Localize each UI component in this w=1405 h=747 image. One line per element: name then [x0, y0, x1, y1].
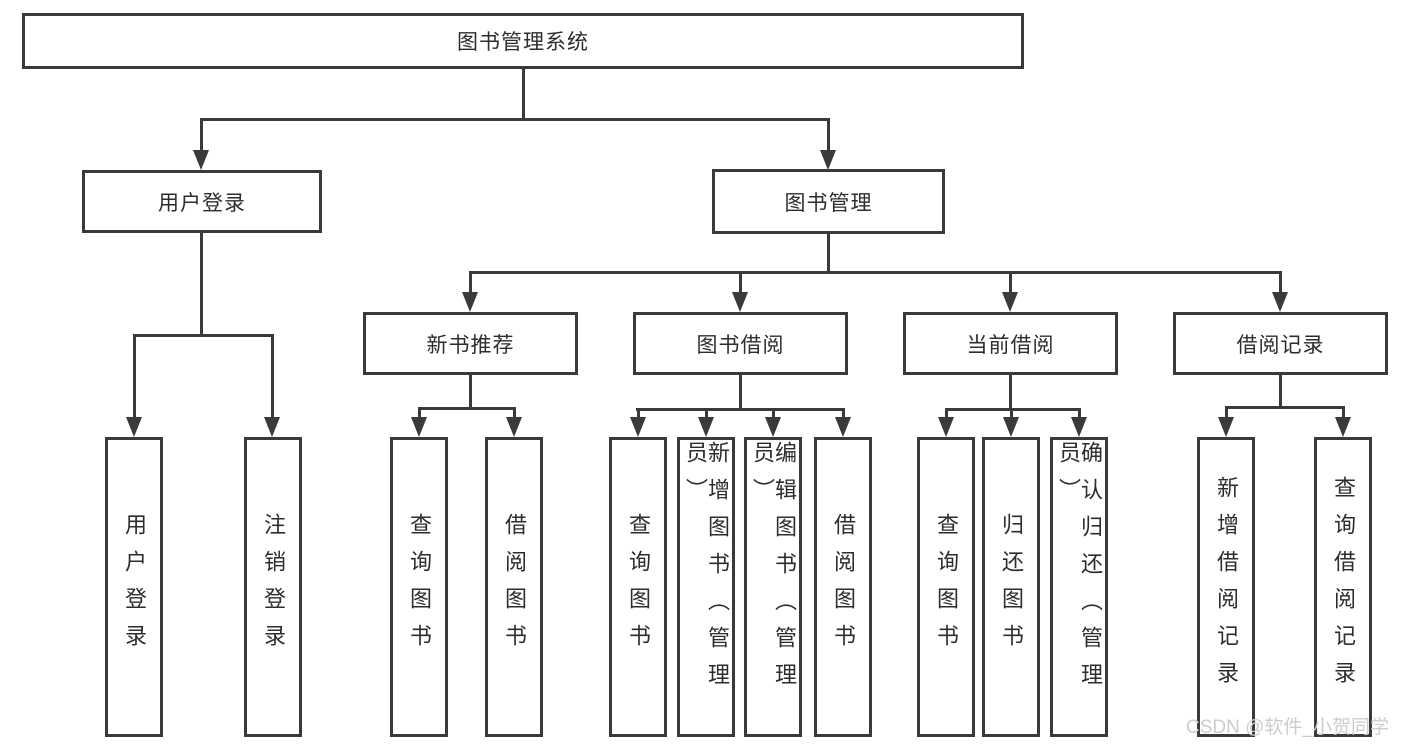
node-borrow-book-recommend-label: 借阅图书 [502, 513, 527, 661]
node-root-label: 图书管理系统 [457, 31, 589, 54]
node-book-management: 图书管理 [712, 169, 945, 234]
arrowhead-borrow-book-recommend [506, 417, 522, 437]
connector-recommend-stem [469, 375, 472, 410]
arrowhead-user-login [193, 150, 209, 170]
connector-drop-confirm-return-admin [1078, 408, 1081, 419]
connector-user-login-bus [133, 334, 274, 337]
node-user-login-label: 用户登录 [158, 191, 246, 215]
connector-drop-query-books-recommend [418, 407, 421, 419]
node-logout-action-label: 注销登录 [261, 513, 286, 661]
node-user-login: 用户登录 [82, 170, 322, 233]
connector-book-borrow-bus [636, 408, 845, 411]
connector-drop-book-borrow [739, 271, 742, 294]
arrowhead-new-book-recommend [462, 292, 478, 312]
connector-drop-borrow-book-borrow [842, 408, 845, 419]
node-borrow-book-borrow: 借阅图书 [814, 437, 872, 737]
csdn-watermark: CSDN @软件_小贺同学 [1186, 717, 1389, 738]
node-query-borrow-record-label: 查询借阅记录 [1331, 476, 1356, 698]
node-borrow-book-recommend: 借阅图书 [485, 437, 543, 737]
node-confirm-return-admin: 确认归还（管理员） [1050, 437, 1108, 737]
node-query-books-current: 查询图书 [917, 437, 975, 737]
node-query-books-current-label: 查询图书 [934, 513, 959, 661]
node-current-borrow: 当前借阅 [903, 312, 1118, 375]
connector-recommend-bus [418, 407, 516, 410]
node-root-system: 图书管理系统 [22, 13, 1024, 69]
arrowhead-logout-action [264, 417, 280, 437]
arrowhead-edit-book-admin [765, 417, 781, 437]
connector-drop-logout-action [271, 334, 274, 419]
connector-borrow-records-stem [1279, 375, 1282, 409]
arrowhead-add-book-admin [698, 417, 714, 437]
arrowhead-book-management [820, 150, 836, 170]
arrowhead-confirm-return-admin [1071, 417, 1087, 437]
arrowhead-query-books-current [938, 417, 954, 437]
connector-book-borrow-stem [739, 375, 742, 411]
node-book-management-label: 图书管理 [784, 191, 873, 215]
arrowhead-borrow-book-borrow [835, 417, 851, 437]
connector-drop-query-books-current [945, 408, 948, 419]
node-query-borrow-record: 查询借阅记录 [1314, 437, 1372, 737]
node-current-borrow-label: 当前借阅 [966, 333, 1055, 357]
node-query-books-borrow-label: 查询图书 [626, 513, 651, 661]
arrowhead-return-book [1003, 417, 1019, 437]
arrowhead-query-books-borrow [630, 417, 646, 437]
arrowhead-book-borrow [732, 292, 748, 312]
node-borrow-book-borrow-label: 借阅图书 [831, 513, 856, 661]
connector-drop-borrow-records [1279, 271, 1282, 294]
node-user-login-action: 用户登录 [105, 437, 163, 737]
node-add-borrow-record: 新增借阅记录 [1197, 437, 1255, 737]
node-edit-book-admin-label: 编辑图书（管理员） [750, 441, 797, 700]
connector-user-login-stem [200, 233, 203, 337]
node-add-book-admin: 新增图书（管理员） [677, 437, 735, 737]
node-confirm-return-admin-label: 确认归还（管理员） [1056, 441, 1103, 700]
node-borrow-records: 借阅记录 [1173, 312, 1388, 375]
arrowhead-user-login-action [126, 417, 142, 437]
node-return-book: 归还图书 [982, 437, 1040, 737]
connector-drop-query-borrow-record [1342, 406, 1345, 419]
connector-drop-return-book [1010, 408, 1013, 419]
connector-drop-edit-book-admin [772, 408, 775, 419]
node-edit-book-admin: 编辑图书（管理员） [744, 437, 802, 737]
node-user-login-action-label: 用户登录 [122, 513, 147, 661]
connector-drop-query-books-borrow [637, 408, 640, 419]
node-add-book-admin-label: 新增图书（管理员） [683, 441, 730, 700]
connector-drop-new-book-recommend [469, 271, 472, 294]
arrowhead-query-books-recommend [411, 417, 427, 437]
node-return-book-label: 归还图书 [999, 513, 1024, 661]
node-borrow-records-label: 借阅记录 [1236, 333, 1325, 357]
connector-drop-add-book-admin [705, 408, 708, 419]
node-book-borrow-label: 图书借阅 [696, 333, 785, 357]
connector-level3-bus [469, 271, 1282, 274]
connector-drop-book-management [827, 118, 830, 152]
connector-root-stem [522, 69, 525, 121]
connector-borrow-records-bus [1225, 406, 1345, 409]
node-query-books-borrow: 查询图书 [609, 437, 667, 737]
arrowhead-current-borrow [1002, 292, 1018, 312]
node-query-books-recommend: 查询图书 [390, 437, 448, 737]
node-new-book-recommend: 新书推荐 [363, 312, 578, 375]
connector-drop-borrow-book-recommend [513, 407, 516, 419]
arrowhead-borrow-records [1272, 292, 1288, 312]
connector-book-management-stem [827, 234, 830, 274]
connector-current-borrow-bus [945, 408, 1081, 411]
node-add-borrow-record-label: 新增借阅记录 [1214, 476, 1239, 698]
arrowhead-add-borrow-record [1218, 417, 1234, 437]
connector-drop-user-login [200, 118, 203, 152]
connector-drop-current-borrow [1009, 271, 1012, 294]
node-logout-action: 注销登录 [244, 437, 302, 737]
node-book-borrow: 图书借阅 [633, 312, 848, 375]
connector-drop-add-borrow-record [1225, 406, 1228, 419]
connector-level2-bus [200, 118, 830, 121]
connector-current-borrow-stem [1009, 375, 1012, 411]
connector-drop-user-login-action [133, 334, 136, 419]
arrowhead-query-borrow-record [1335, 417, 1351, 437]
node-query-books-recommend-label: 查询图书 [407, 513, 432, 661]
node-new-book-recommend-label: 新书推荐 [426, 333, 515, 357]
